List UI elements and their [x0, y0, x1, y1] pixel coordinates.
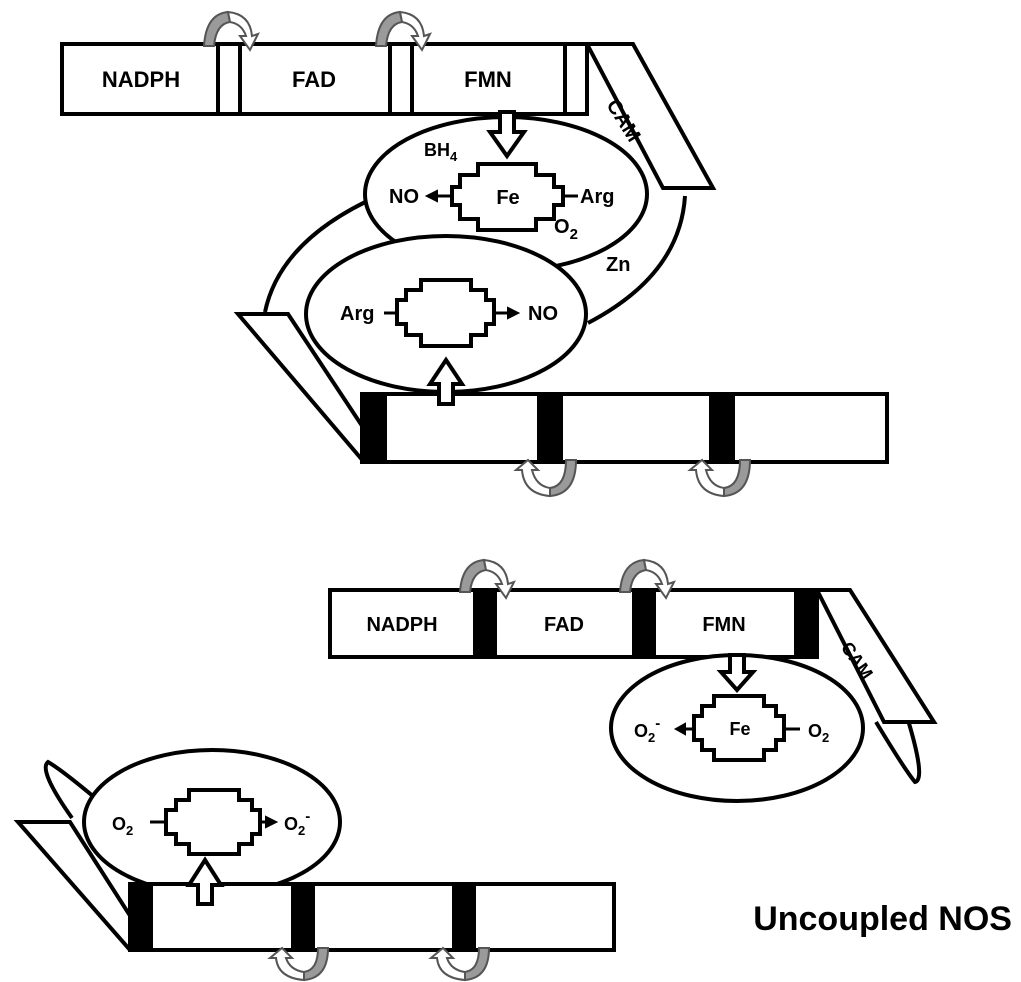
bottom-no-arrowhead — [507, 306, 521, 320]
uncoupled-nos-caption: Uncoupled NOS — [753, 900, 1012, 938]
left-connector-arc — [263, 194, 379, 313]
uncoupled-fad-label: FAD — [544, 614, 584, 636]
uncoupled-upper-fe-shape — [692, 694, 786, 762]
uncoupled-lower-superoxide-label: O2- — [284, 808, 310, 838]
uncoupled-upper-linker-2 — [632, 589, 656, 658]
top-fmn-label: FMN — [464, 67, 512, 92]
uncoupled-upper-linker-3 — [794, 589, 818, 658]
uncoupled-upper-superoxide-label: O2- — [634, 715, 660, 745]
top-linker-3 — [563, 42, 589, 116]
uncoupled-bar-to-heme-arrow — [185, 856, 225, 906]
bottom-rotation-arrow-2 — [687, 458, 752, 498]
top-linker-1 — [216, 42, 242, 116]
uncoupled-upper-product-arrowhead — [673, 722, 686, 736]
bottom-rotation-arrow-1 — [513, 458, 578, 498]
zinc-label: Zn — [606, 254, 630, 276]
bottom-linker-1 — [361, 393, 387, 463]
uncoupled-lower-product-arrowhead — [265, 815, 279, 829]
uncoupled-lower-rotation-arrow-1 — [267, 946, 330, 982]
top-fe-label: Fe — [496, 187, 519, 209]
bar-to-heme-arrow — [426, 356, 466, 406]
uncoupled-fe-label: Fe — [729, 719, 750, 739]
uncoupled-nos: NADPH FAD FMN CAM Fe O2- O2 O2 O2- — [13, 558, 938, 982]
uncoupled-lower-linker-2 — [291, 883, 315, 951]
uncoupled-upper-cam-domain — [813, 588, 938, 724]
top-linker-2 — [388, 42, 414, 116]
bottom-linker-3 — [709, 393, 735, 463]
uncoupled-rotation-arrow-2 — [618, 558, 676, 600]
top-fe-heme-shape — [450, 162, 565, 232]
bottom-heme-shape — [395, 278, 496, 348]
bottom-no-label: NO — [528, 303, 558, 325]
uncoupled-upper-linker-1 — [473, 589, 497, 658]
top-fad-label: FAD — [292, 67, 336, 92]
uncoupled-upper-loop — [874, 719, 922, 785]
coupled-nos-dimer: NADPH FAD FMN CAM Fe NO Arg BH4 O2 Zn Ar… — [60, 10, 889, 498]
uncoupled-fmn-label: FMN — [702, 614, 745, 636]
top-cam-domain — [583, 42, 717, 190]
top-rotation-arrow-2 — [374, 10, 432, 52]
uncoupled-rotation-arrow-1 — [458, 558, 516, 600]
top-arg-label: Arg — [580, 186, 614, 208]
bottom-linker-2 — [537, 393, 563, 463]
top-no-arrowhead — [424, 189, 438, 203]
top-rotation-arrow-1 — [202, 10, 260, 52]
uncoupled-nadph-label: NADPH — [366, 614, 437, 636]
uncoupled-lower-linker-3 — [452, 883, 476, 951]
uncoupled-upper-bar — [328, 588, 819, 659]
uncoupled-fmn-to-heme-arrow — [716, 653, 758, 694]
uncoupled-lower-loop — [43, 759, 102, 820]
top-o2-label: O2 — [554, 216, 578, 243]
uncoupled-lower-linker-1 — [129, 883, 153, 951]
uncoupled-lower-heme-shape — [164, 788, 262, 856]
bh4-label: BH4 — [424, 140, 458, 164]
bottom-arg-label: Arg — [340, 303, 374, 325]
fmn-to-heme-arrow — [486, 110, 528, 160]
uncoupled-upper-oxygen-label: O2 — [808, 721, 829, 745]
uncoupled-lower-oxygen-label: O2 — [112, 814, 133, 838]
top-no-label: NO — [389, 186, 419, 208]
right-connector-arc — [587, 195, 687, 325]
uncoupled-lower-rotation-arrow-2 — [428, 946, 491, 982]
top-nadph-label: NADPH — [102, 67, 180, 92]
